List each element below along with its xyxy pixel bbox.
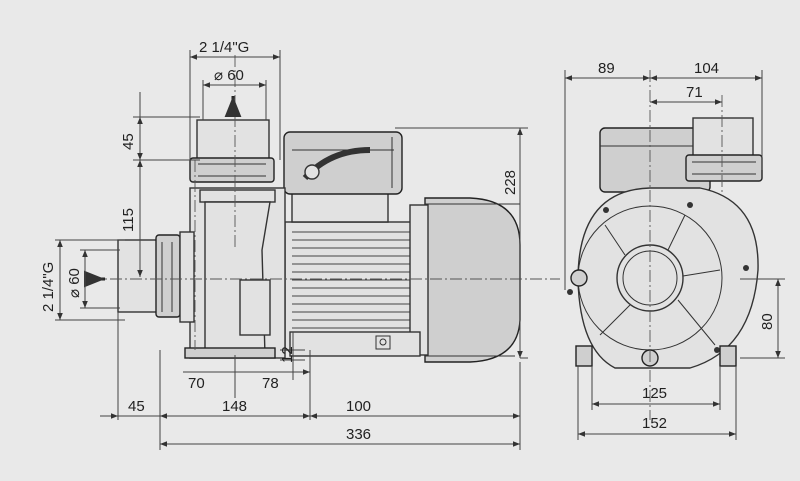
dim-100: 100 [346,398,371,415]
dim-148: 148 [222,398,247,415]
dim-45-horizontal: 45 [128,398,145,415]
dim-70: 70 [188,375,205,392]
left-diameter-label: ⌀ 60 [66,268,83,298]
left-thread-label: 2 1/4"G [40,262,57,312]
front-bolt-left [570,269,588,287]
dim-80: 80 [759,313,776,330]
dim-228: 228 [502,170,519,195]
front-view: 89 104 71 80 125 152 [564,60,785,440]
earth-screw-icon [379,338,387,346]
top-diameter-label: ⌀ 60 [214,67,244,84]
dim-71: 71 [686,84,703,101]
dim-78: 78 [262,375,279,392]
dim-45-vertical: 45 [120,133,137,150]
dim-89: 89 [598,60,615,77]
side-view: 2 1/4"G ⌀ 60 45 115 2 1/4"G ⌀ 60 12 [40,39,560,450]
dim-336: 336 [346,426,371,443]
terminal-box [283,131,403,223]
front-outlet [692,117,754,159]
top-thread-label: 2 1/4"G [199,39,249,56]
dim-12: 12 [279,346,296,363]
dim-115: 115 [120,208,137,232]
dim-125: 125 [642,385,667,402]
dim-104: 104 [694,60,719,77]
motor-body [284,197,521,363]
pump-housing [117,119,286,359]
dim-152: 152 [642,415,667,432]
